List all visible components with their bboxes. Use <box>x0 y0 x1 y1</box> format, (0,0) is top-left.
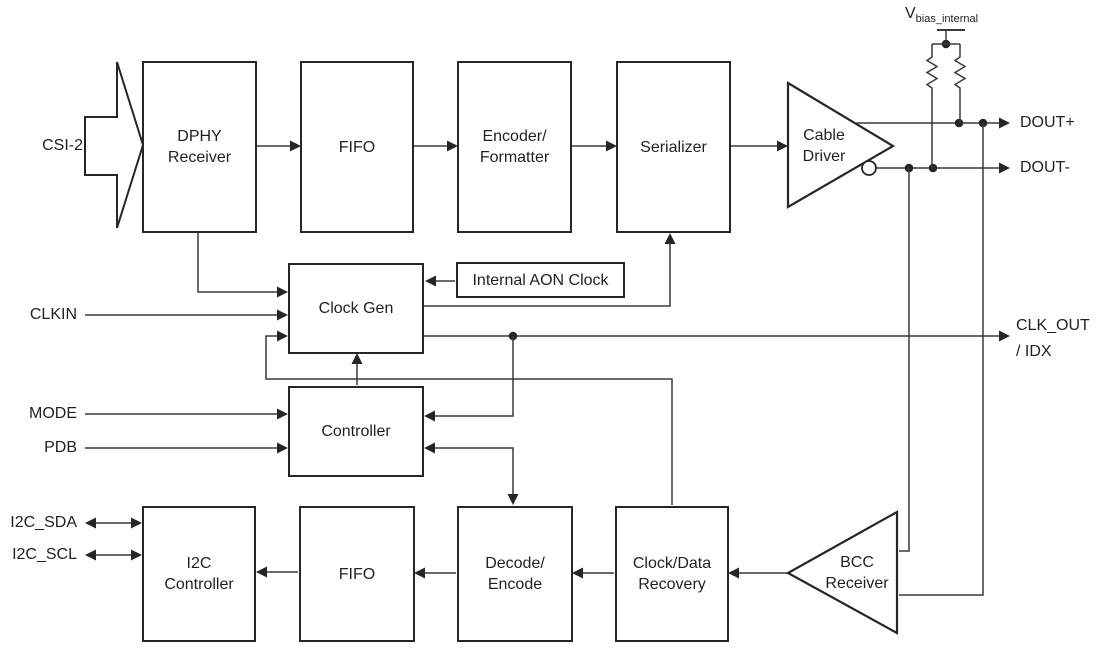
resistor-icon <box>953 44 967 123</box>
net-dphy-to-clockgen <box>197 233 288 298</box>
net-dphy-to-fifo <box>257 140 301 152</box>
block-fifo-bottom: FIFO <box>299 506 415 642</box>
net-fifo-to-encoder <box>414 140 458 152</box>
port-label-dout-plus: DOUT+ <box>1020 114 1075 131</box>
net-cdr-to-clockgen <box>265 330 673 505</box>
net-dout-plus <box>856 117 1010 596</box>
net-controller-decode <box>424 442 519 505</box>
block-controller: Controller <box>288 386 424 477</box>
block-clock-data-recovery: Clock/Data Recovery <box>615 506 729 642</box>
net-cdr-to-decode <box>572 567 614 579</box>
net-aon-to-clockgen <box>425 275 455 287</box>
block-dphy-receiver: DPHY Receiver <box>142 61 257 233</box>
block-encoder-formatter: Encoder/ Formatter <box>457 61 572 233</box>
vbias-subscript: bias_internal <box>915 13 979 25</box>
port-label-vbias-internal: Vbias_internal <box>905 5 978 28</box>
port-label-clk-out-idx: CLK_OUT / IDX <box>1016 317 1090 360</box>
net-i2c-sda <box>85 517 142 529</box>
net-mode <box>85 408 288 420</box>
net-pdb <box>85 442 288 454</box>
block-fifo-top: FIFO <box>300 61 414 233</box>
port-label-dout-minus: DOUT- <box>1020 159 1070 176</box>
net-encoder-to-serializer <box>572 140 617 152</box>
port-label-csi2: CSI-2 <box>42 137 83 154</box>
port-label-pdb: PDB <box>44 439 77 456</box>
vbias-termination-network <box>925 29 967 168</box>
net-decode-to-fifo <box>414 567 456 579</box>
net-i2c-scl <box>85 549 142 561</box>
block-clock-gen: Clock Gen <box>288 263 424 354</box>
port-label-i2c-sda: I2C_SDA <box>10 514 77 531</box>
net-fifo-to-i2c <box>256 566 298 578</box>
port-label-mode: MODE <box>29 405 77 422</box>
net-serializer-to-cable-driver <box>731 140 788 152</box>
vbias-symbol: V <box>905 5 916 22</box>
bcc-receiver-symbol <box>785 510 899 635</box>
block-decode-encode: Decode/ Encode <box>457 506 573 642</box>
port-label-i2c-scl: I2C_SCL <box>12 546 77 563</box>
net-bcc-to-cdr <box>728 567 788 579</box>
block-internal-aon-clock: Internal AON Clock <box>456 262 625 298</box>
port-label-clkin: CLKIN <box>29 306 77 323</box>
resistor-icon <box>925 44 939 168</box>
net-clockgen-to-serializer <box>424 233 676 307</box>
net-clkin <box>85 309 288 321</box>
csi2-input-arrow-icon <box>84 61 145 229</box>
net-controller-to-clockgen <box>351 353 363 385</box>
cable-driver-symbol <box>786 81 896 209</box>
block-i2c-controller: I2C Controller <box>142 506 256 642</box>
block-serializer: Serializer <box>616 61 731 233</box>
net-clk-out-idx <box>424 330 1010 422</box>
net-dout-minus <box>876 162 1010 552</box>
